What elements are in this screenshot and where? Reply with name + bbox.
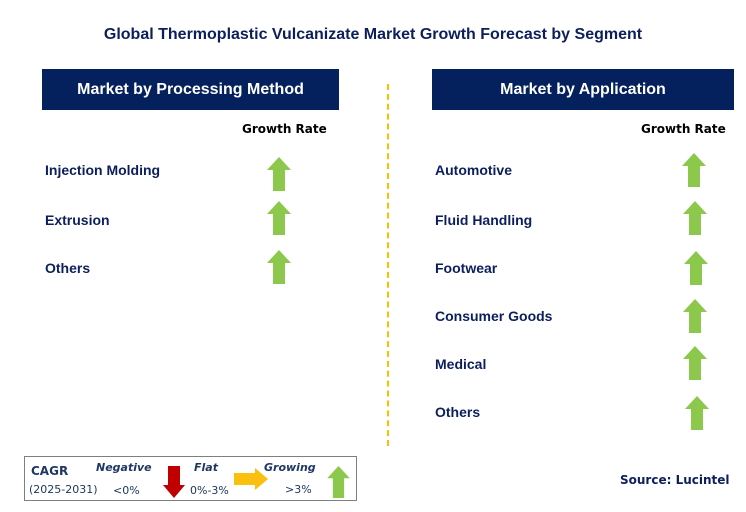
- segment-item: Fluid Handling: [435, 212, 533, 228]
- negative-arrow-icon: [163, 466, 185, 498]
- segment-item: Automotive: [435, 162, 512, 178]
- application-header-label: Market by Application: [500, 80, 666, 98]
- legend-period: (2025-2031): [29, 483, 98, 496]
- growing-arrow-icon: [267, 201, 291, 235]
- growing-arrow-icon: [327, 466, 350, 498]
- segment-item: Medical: [435, 356, 487, 372]
- growing-arrow-icon: [267, 250, 291, 284]
- growing-arrow-icon: [685, 396, 709, 430]
- segment-item: Footwear: [435, 260, 498, 276]
- legend-growing-range: >3%: [285, 483, 312, 496]
- growing-arrow-icon: [684, 251, 708, 285]
- flat-arrow-icon: [234, 468, 268, 490]
- legend-negative-range: <0%: [113, 484, 140, 497]
- legend-flat-range: 0%-3%: [190, 484, 229, 497]
- legend-cagr-label: CAGR: [31, 464, 69, 478]
- legend-flat-label: Flat: [194, 461, 218, 474]
- cagr-legend: CAGR (2025-2031) Negative <0% Flat 0%-3%…: [24, 456, 357, 501]
- growing-arrow-icon: [682, 153, 706, 187]
- segment-item: Extrusion: [45, 212, 110, 228]
- segment-item: Others: [435, 404, 481, 420]
- segment-item: Others: [45, 260, 91, 276]
- right-growth-rate-label: Growth Rate: [641, 122, 726, 136]
- panel-divider: [387, 84, 389, 446]
- growing-arrow-icon: [683, 299, 707, 333]
- left-growth-rate-label: Growth Rate: [242, 122, 327, 136]
- source-credit: Source: Lucintel: [620, 473, 730, 487]
- segment-item: Consumer Goods: [435, 308, 553, 324]
- processing-method-header-label: Market by Processing Method: [77, 80, 304, 98]
- growing-arrow-icon: [267, 157, 291, 191]
- processing-method-header: Market by Processing Method: [42, 69, 339, 110]
- segment-item: Injection Molding: [45, 162, 161, 178]
- legend-growing-label: Growing: [264, 461, 316, 474]
- application-header: Market by Application: [432, 69, 734, 110]
- chart-title: Global Thermoplastic Vulcanizate Market …: [103, 26, 643, 43]
- growing-arrow-icon: [683, 201, 707, 235]
- growing-arrow-icon: [683, 346, 707, 380]
- legend-negative-label: Negative: [96, 461, 152, 474]
